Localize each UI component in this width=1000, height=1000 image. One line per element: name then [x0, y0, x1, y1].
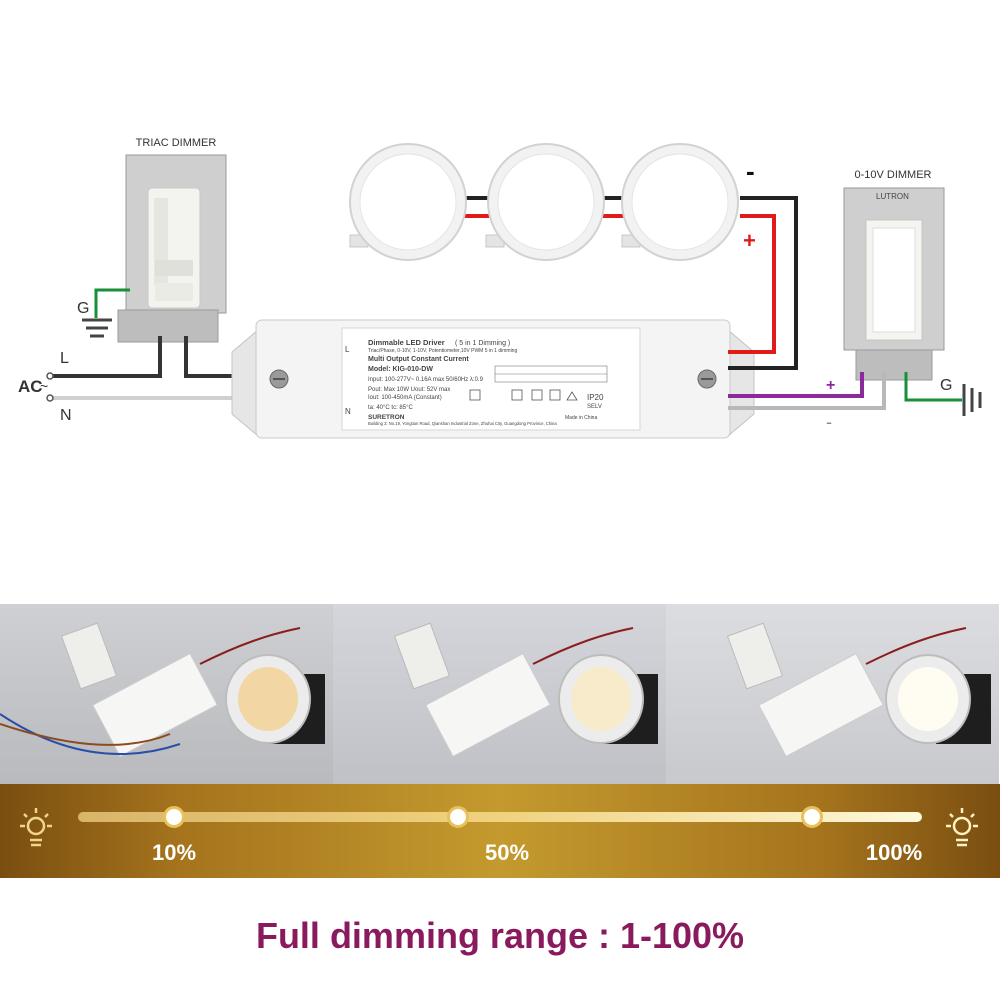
driver-iout: Iout: 100-450mA (Constant) [368, 395, 442, 401]
svg-text:~: ~ [40, 378, 48, 394]
dimmer-010-label: 0-10V DIMMER [854, 169, 931, 181]
n-label: N [60, 407, 72, 424]
minus-top-label: - [746, 156, 755, 186]
indoor-use-icon [566, 391, 578, 401]
driver-title: Dimmable LED Driver [368, 338, 445, 347]
ce-mark-icon [469, 389, 481, 401]
dim-positive-wire [728, 372, 864, 398]
driver-brand: SURETRON [368, 414, 405, 421]
triac-dimmer [117, 154, 227, 343]
headline: Full dimming range : 1-100% [255, 915, 745, 956]
driver-model: Model: KIG-010-DW [368, 366, 433, 373]
driver-selv: SELV [587, 404, 602, 410]
level-label-50: 50% [484, 840, 530, 865]
driver-ta: ta: 40°C tc: 85°C [368, 405, 413, 411]
driver-multi-output: Multi Output Constant Current [368, 356, 469, 363]
plus-top-label: + [743, 228, 756, 253]
downlight-2 [485, 143, 605, 261]
ground-left [82, 288, 130, 338]
driver-made: Made in China [565, 415, 597, 421]
output-negative-wire [728, 196, 798, 370]
demo-photo-10 [0, 604, 333, 784]
sun-bright-icon [946, 808, 978, 847]
wiring-diagram: TRIAC DIMMER G L N AC ~ Dimmable LED Dri… [18, 137, 982, 439]
level-knob-50 [446, 806, 469, 828]
class2-icon [531, 389, 543, 401]
driver-ip: IP20 [587, 393, 604, 402]
level-label-100: 100% [865, 840, 923, 865]
ac-label: AC [18, 377, 43, 396]
demo-photo-100 [666, 604, 999, 784]
dimmer-010 [843, 187, 945, 381]
driver-pout: Pout: Max 10W Uout: 52V max [368, 387, 450, 393]
level-knob-100 [801, 806, 823, 828]
demo-photo-50 [333, 604, 666, 784]
dim-negative-wire [728, 372, 886, 410]
output-positive-wire [728, 214, 776, 354]
lutron-label: LUTRON [876, 192, 909, 201]
ground-left-label: G [77, 300, 89, 317]
minus-gray-label: - [826, 412, 832, 432]
dimmer-out-wire [184, 336, 252, 378]
sun-dim-icon [20, 808, 52, 847]
driver-input: Input: 100-277V~ 0.16A max 50/60Hz λ:0.9 [368, 377, 484, 383]
dimming-scale-bar: 10% 50% 100% [0, 784, 1000, 878]
triac-dimmer-label: TRIAC DIMMER [136, 137, 217, 149]
square-icon [549, 389, 561, 401]
weee-icon [511, 389, 523, 401]
plus-purple-label: + [826, 377, 835, 394]
ground-right-label: G [940, 377, 952, 394]
driver-subtitle: Triac/Phase, 0-10V, 1-10V, Potentiometer… [368, 348, 517, 354]
line-wire [52, 336, 162, 378]
demo-photo-strip [0, 604, 1000, 784]
downlight-1 [349, 143, 467, 261]
level-knob-10 [163, 806, 185, 828]
level-label-10: 10% [151, 840, 197, 865]
dimming-track [78, 812, 922, 822]
downlight-3 [621, 143, 739, 261]
ground-right [904, 372, 982, 416]
driver-address: Building 3: No.19, Yongtian Road, Qiansh… [368, 421, 557, 426]
l-label: L [60, 350, 69, 367]
driver-n-pin: N [345, 407, 351, 416]
driver-l-pin: L [345, 345, 350, 354]
driver-title-suffix: ( 5 in 1 Dimming ) [455, 340, 510, 347]
